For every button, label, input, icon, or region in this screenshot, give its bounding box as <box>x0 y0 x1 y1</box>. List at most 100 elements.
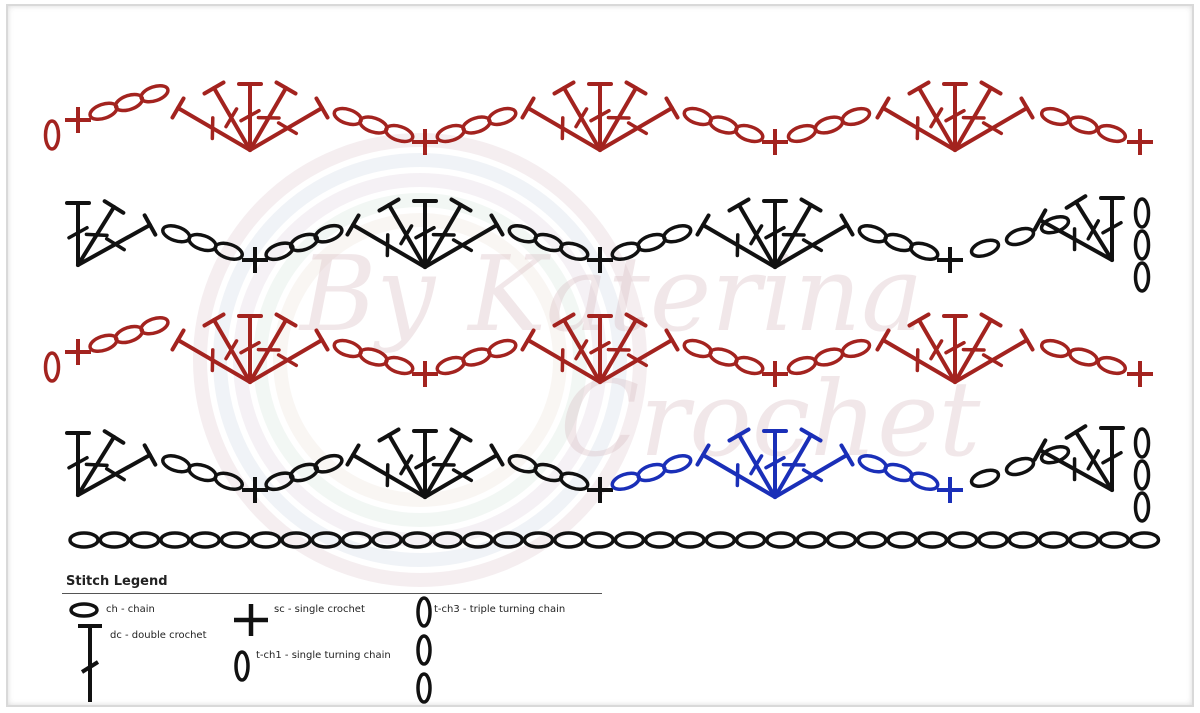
double-crochet-stitch <box>695 213 777 269</box>
double-crochet-stitch <box>423 197 473 269</box>
double-crochet-stitch <box>953 312 1003 384</box>
half-shell-cluster <box>1032 194 1125 262</box>
chain-stitch <box>288 462 320 483</box>
turning-chain-stitch <box>1133 229 1151 261</box>
chain-stitch <box>264 471 295 492</box>
legend-divider <box>62 593 602 594</box>
double-crochet-stitch <box>598 80 648 152</box>
double-crochet-stitch <box>1064 194 1114 262</box>
turning-chain-stitch <box>1133 197 1151 229</box>
row-1-black <box>65 424 1151 523</box>
chain-arc <box>969 445 1071 488</box>
chain-stitch <box>384 355 415 376</box>
double-crochet-stitch <box>695 443 777 499</box>
chain-stitch <box>886 531 918 549</box>
row-2-red <box>43 312 1153 387</box>
chain-stitch <box>734 123 765 144</box>
double-crochet-stitch <box>76 199 126 267</box>
shell-cluster <box>345 427 505 499</box>
legend-label-single-crochet: sc - single crochet <box>274 604 365 615</box>
legend-icons <box>69 596 432 704</box>
chain-arc <box>610 453 693 492</box>
chain-stitch <box>813 115 845 135</box>
chain-arc <box>507 223 590 262</box>
double-crochet-stitch <box>773 213 855 269</box>
single-crochet-stitch <box>762 361 788 387</box>
chain-stitch <box>1098 531 1130 549</box>
single-crochet-stitch <box>65 339 91 365</box>
single-crochet-stitch <box>412 129 438 155</box>
chain-stitch <box>674 531 706 549</box>
chain-stitch <box>189 531 221 549</box>
chain-stitch <box>288 232 320 253</box>
half-shell-cluster <box>1032 424 1125 492</box>
chain-stitch <box>487 338 518 359</box>
double-crochet-stitch <box>727 197 777 269</box>
chain-stitch <box>977 531 1009 549</box>
chain-stitch <box>765 531 797 549</box>
shell-cluster <box>875 312 1035 384</box>
double-crochet-stitch <box>202 312 252 384</box>
double-crochet-stitch <box>377 427 427 499</box>
shell-cluster <box>520 80 680 152</box>
single-crochet-stitch <box>587 247 613 273</box>
chain-stitch <box>213 471 244 491</box>
turning-chain-stitch <box>43 119 61 151</box>
chain-arc <box>88 315 170 354</box>
turning-chain-stitch <box>1133 427 1151 459</box>
double-crochet-stitch <box>377 197 427 269</box>
chain-stitch <box>734 355 765 376</box>
single-crochet-stitch <box>1127 361 1153 387</box>
chain-stitch <box>401 531 434 549</box>
shell-cluster <box>695 197 855 269</box>
chain-stitch <box>825 531 858 549</box>
turning-chain-stitch <box>43 351 61 383</box>
double-crochet-stitch <box>1032 208 1114 262</box>
chain-stitch <box>662 453 693 474</box>
legend-title: Stitch Legend <box>66 574 168 589</box>
chain-arc <box>332 338 415 376</box>
double-crochet-stitch <box>773 443 855 499</box>
double-crochet-stitch <box>1099 426 1125 492</box>
chain-stitch <box>358 115 389 135</box>
chain-stitch <box>613 531 646 549</box>
double-crochet-stitch <box>423 213 505 269</box>
chain-stitch <box>682 106 713 127</box>
double-crochet-stitch <box>1099 196 1125 262</box>
chain-stitch <box>1039 338 1071 359</box>
chain-arc <box>610 223 693 262</box>
chain-arc <box>857 453 940 492</box>
chain-stitch <box>187 232 218 253</box>
chain-stitch <box>916 531 949 549</box>
chain-symbol-icon <box>69 602 99 618</box>
double-crochet-stitch <box>598 96 680 152</box>
chain-stitch <box>662 223 693 244</box>
turning-chain-stitch <box>1133 261 1151 293</box>
double-crochet-stitch <box>520 96 602 152</box>
single-crochet-stitch <box>65 107 91 133</box>
double-crochet-stitch <box>598 328 680 384</box>
double-crochet-stitch <box>942 314 968 384</box>
double-crochet-stitch <box>875 96 957 152</box>
chain-stitch <box>431 531 464 549</box>
chain-stitch <box>187 462 218 483</box>
chain-stitch <box>583 531 615 549</box>
chain-stitch <box>1037 531 1070 549</box>
double-crochet-stitch <box>953 80 1003 152</box>
shell-cluster <box>520 312 680 384</box>
chain-stitch <box>856 531 888 549</box>
chain-arc <box>857 223 940 262</box>
row-4-red <box>43 80 1153 155</box>
double-crochet-stitch <box>875 328 957 384</box>
half-shell-cluster <box>65 429 158 497</box>
chain-stitch <box>840 106 872 127</box>
double-crochet-stitch <box>727 427 777 499</box>
chain-stitch <box>462 531 494 549</box>
double-crochet-stitch <box>345 213 427 269</box>
double-crochet-stitch <box>552 312 602 384</box>
chain-stitch <box>332 106 363 127</box>
chain-stitch <box>643 531 676 549</box>
stitch-legend: Stitch Legend ch - chain dc - double cro… <box>62 572 602 708</box>
chain-stitch <box>280 531 312 549</box>
chain-stitch <box>213 241 244 261</box>
